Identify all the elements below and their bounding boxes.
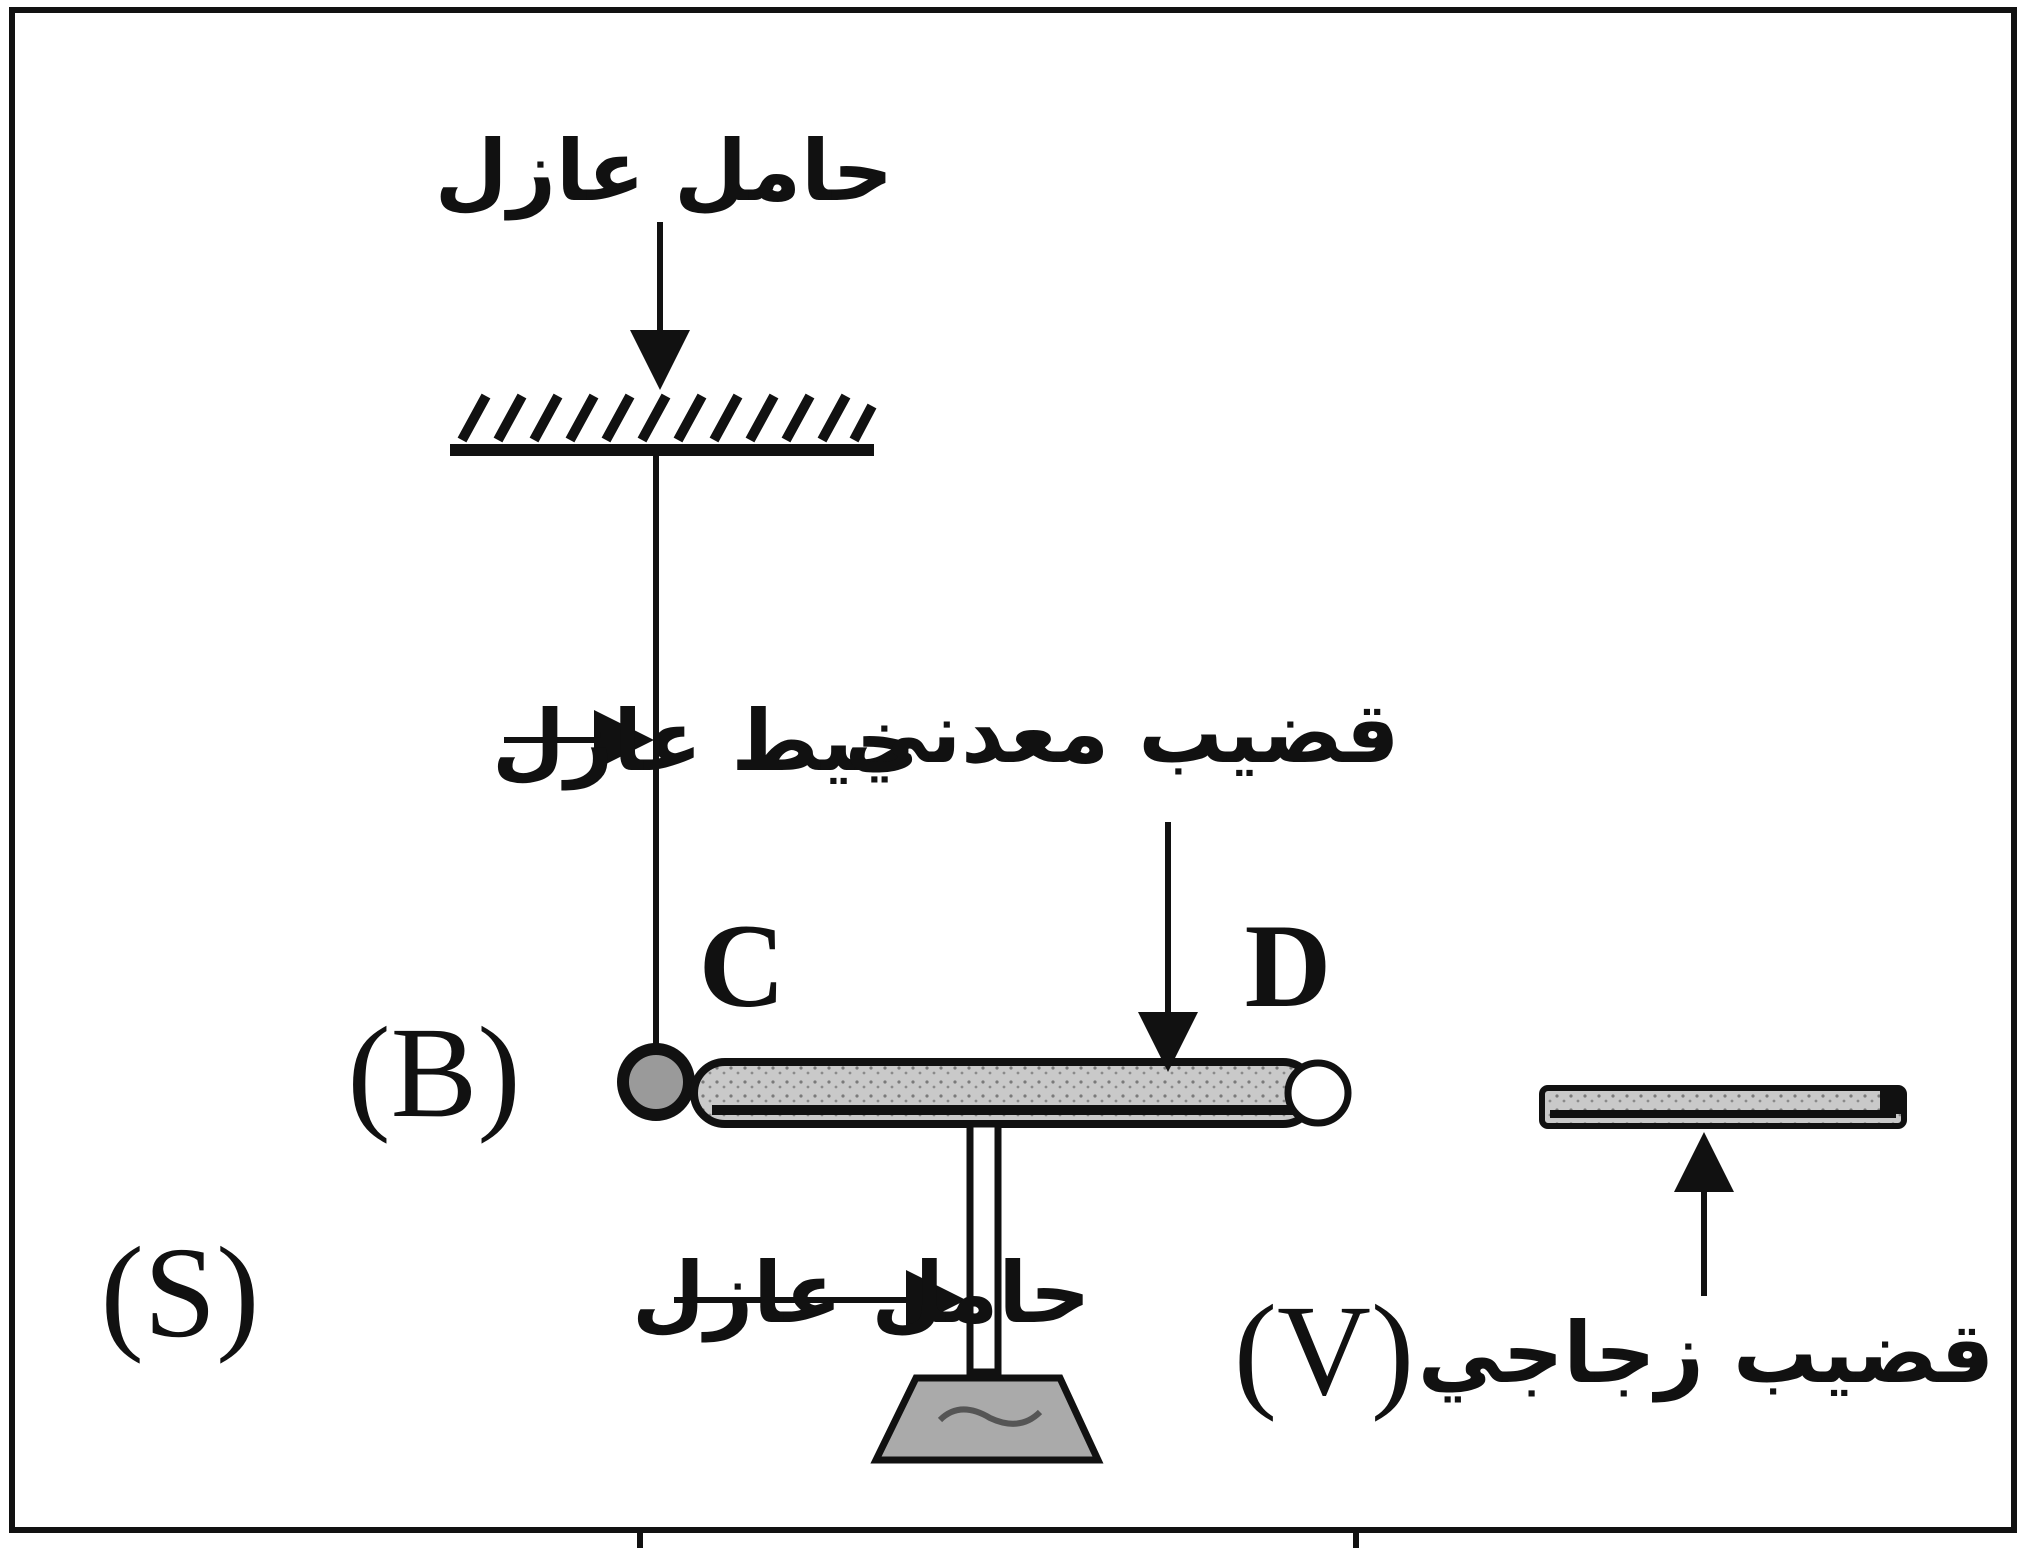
- metal-rod-label: قضيب معدني: [845, 684, 1400, 783]
- glass-rod-label: قضيب زجاجي: [1418, 1304, 1994, 1403]
- metal-ball-b: [617, 1043, 695, 1121]
- bottom-tab: [637, 1530, 1359, 1548]
- glass-rod: [1539, 1085, 1907, 1129]
- insulating-stand: [870, 1120, 1104, 1464]
- ball-b-label: (B): [347, 1001, 520, 1145]
- glass-letter: (V): [1234, 1279, 1414, 1423]
- end-c-label: C: [699, 899, 786, 1032]
- outer-frame: [9, 7, 2017, 1533]
- top-support-label: حامل عازل: [435, 122, 893, 221]
- metal-rod: [690, 1058, 1352, 1128]
- stand-label: حامل عازل: [632, 1244, 1090, 1343]
- end-d-label: D: [1245, 899, 1332, 1032]
- stand-letter: (S): [101, 1221, 260, 1365]
- thread-label: خيط عازل: [492, 692, 916, 791]
- top-support: [450, 393, 877, 456]
